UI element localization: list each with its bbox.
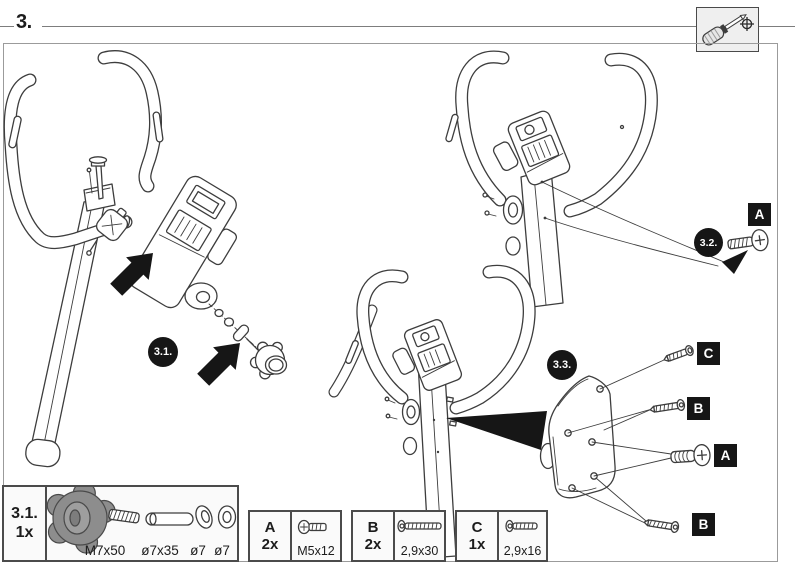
screw-b-part <box>649 398 686 413</box>
required-tool-box <box>696 7 759 52</box>
page-step-number: 3. <box>16 11 32 33</box>
hardware-box-id-cell: 3.1. 1x <box>4 487 47 560</box>
knob-bolt-thread-icon <box>108 508 140 524</box>
star-knob-icon <box>47 487 116 554</box>
screw-c-icon <box>504 519 538 533</box>
screw-b-icon <box>396 519 442 533</box>
push-arrow-icon <box>197 343 240 386</box>
part-a-badge: A <box>714 444 737 467</box>
callout-step-3-2-badge: 3.2. <box>694 228 723 257</box>
fastener-quantity: 2x <box>364 536 382 553</box>
callout-step-3-1-badge: 3.1. <box>148 337 178 367</box>
fastener-box-part-cell: 2,9x16 <box>499 512 546 560</box>
part-label: ø7x35 <box>141 543 179 558</box>
hardware-box-quantity: 1x <box>15 523 34 541</box>
fastener-box-part-cell: M5x12 <box>292 512 340 560</box>
fastener-box-id-cell: A 2x <box>250 512 292 560</box>
screw-c-part <box>663 345 694 362</box>
hardware-box-step: 3.1. <box>11 505 38 523</box>
washer-icon <box>195 505 213 529</box>
callout-step-3-3-badge: 3.3. <box>547 350 577 380</box>
part-label: M7x50 <box>84 543 126 558</box>
fastener-box-id-cell: C 1x <box>457 512 499 560</box>
screw-a-part <box>670 444 711 467</box>
fastener-box-c: C 1x 2,9x16 <box>455 510 548 562</box>
fastener-quantity: 1x <box>468 536 486 553</box>
spacer-tube-icon <box>145 512 194 526</box>
phillips-screwdriver-icon <box>702 14 754 46</box>
illustration-step-3-2 <box>445 50 769 308</box>
fastener-size: 2,9x30 <box>400 544 439 558</box>
hardware-box-parts-cell: M7x50 ø7x35 ø7 ø7 <box>47 487 237 560</box>
fastener-box-a: A 2x M5x12 <box>248 510 342 562</box>
insert-arrowhead-icon <box>722 250 748 274</box>
fastener-letter: C <box>471 518 483 536</box>
part-b-badge: B <box>692 513 715 536</box>
part-b-badge: B <box>687 397 710 420</box>
washer-icon <box>217 505 237 529</box>
header-rule-mid <box>42 26 696 27</box>
part-c-badge: C <box>697 342 720 365</box>
fastener-size: 2,9x16 <box>503 544 542 558</box>
header-rule-left <box>0 26 14 27</box>
screw-a-icon <box>297 519 327 535</box>
screw-a-part <box>727 229 769 252</box>
screw-b-part <box>643 519 680 534</box>
part-a-badge: A <box>748 203 771 226</box>
push-arrow-icon <box>110 253 153 296</box>
illustration-step-3-3 <box>328 264 711 559</box>
fastener-letter: A <box>264 518 276 536</box>
part-label: ø7 <box>214 543 230 558</box>
part-label: ø7 <box>190 543 206 558</box>
hardware-parts-graphic <box>47 487 237 554</box>
fastener-quantity: 2x <box>261 536 279 553</box>
fastener-size: M5x12 <box>297 544 335 558</box>
header-rule-right <box>759 26 795 27</box>
hardware-box-3-1: 3.1. 1x <box>2 485 239 562</box>
illustration-step-3-1 <box>3 50 288 468</box>
attach-wedge-arrow-icon <box>446 411 547 450</box>
console-bracket-part <box>548 375 616 499</box>
fastener-box-b: B 2x 2,9x30 <box>351 510 446 562</box>
fastener-letter: B <box>367 518 379 536</box>
knob-part <box>249 341 288 380</box>
fastener-box-id-cell: B 2x <box>353 512 395 560</box>
fastener-box-part-cell: 2,9x30 <box>395 512 444 560</box>
